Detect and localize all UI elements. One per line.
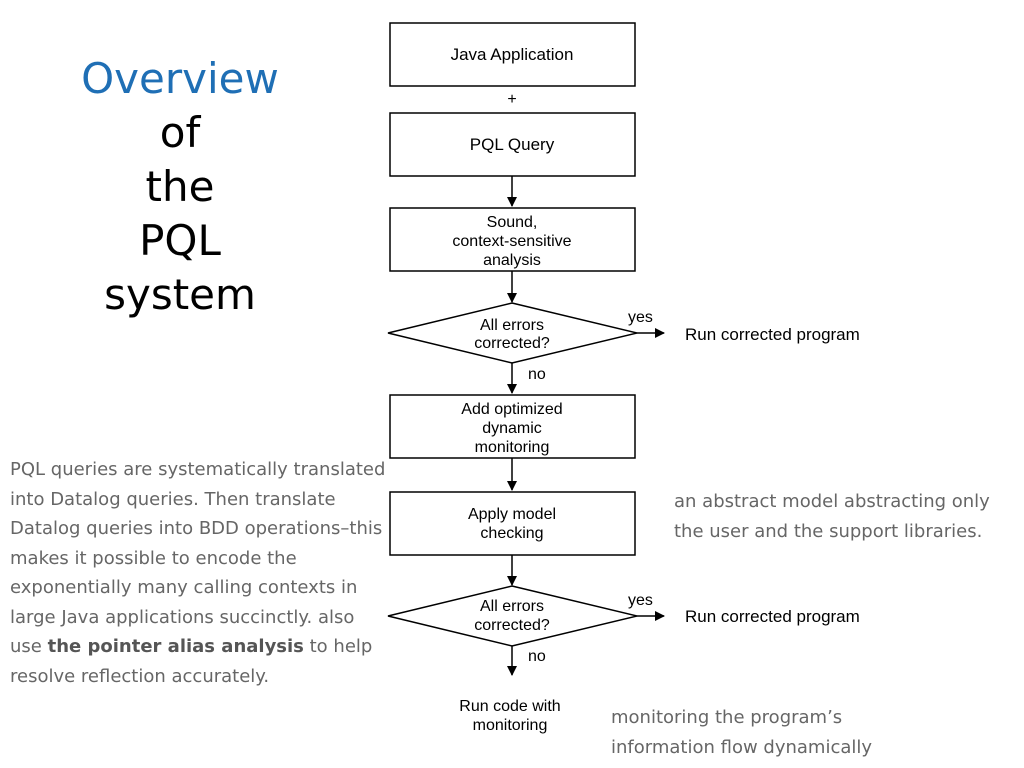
title-of: of [159,108,201,157]
left-note-text-1: PQL queries are systematically translate… [10,459,386,657]
dynamic-monitoring-box: Add optimized dynamic monitoring [389,394,636,459]
title-system: system [104,270,256,319]
pql-query-label: PQL Query [470,135,555,154]
decision1-line2: corrected? [474,335,550,352]
model-checking-line1: Apply model [468,506,556,523]
decision1-yes-label: yes [628,309,653,326]
abstract-model-note: an abstract model abstracting only the u… [674,491,990,542]
final-run-code-line1: Run code with [459,698,560,715]
pointer-alias-analysis-emphasis: the pointer alias analysis [47,636,304,657]
monitoring-label-line2: dynamic [482,420,542,437]
monitoring-label-line3: monitoring [475,439,550,456]
title-pql: PQL [139,216,221,265]
pql-translation-note: PQL queries are systematically translate… [10,455,390,691]
analysis-label-line1: Sound, [487,214,538,231]
model-checking-box: Apply model checking [389,491,636,556]
title-overview: Overview [81,54,279,103]
java-application-label: Java Application [451,45,574,64]
analysis-label-line2: context-sensitive [452,233,571,250]
model-checking-line2: checking [480,525,543,542]
slide-title: Overview of the PQL system [60,52,300,322]
monitoring-note: monitoring the program’s information flo… [611,707,873,758]
monitoring-label-line1: Add optimized [461,401,562,418]
java-application-box: Java Application [389,22,636,87]
analysis-box: Sound, context-sensitive analysis [389,207,636,272]
final-run-code-line2: monitoring [473,717,548,734]
analysis-label-line3: analysis [483,252,541,269]
decision1-no-label: no [528,366,546,383]
title-the: the [145,162,215,211]
result1-run-corrected: Run corrected program [685,325,860,344]
left-note-text-2: to help resolve reflection accurately. [10,636,373,687]
decision2-yes-label: yes [628,592,653,609]
decision2-line2: corrected? [474,617,550,634]
decision-errors-corrected-2: All errors corrected? [387,585,638,647]
decision2-no-label: no [528,648,546,665]
pql-query-box: PQL Query [389,112,636,177]
decision2-line1: All errors [480,598,544,615]
result2-run-corrected: Run corrected program [685,607,860,626]
plus-symbol: + [507,91,516,108]
decision1-line1: All errors [480,317,544,334]
decision-errors-corrected-1: All errors corrected? [387,302,638,364]
